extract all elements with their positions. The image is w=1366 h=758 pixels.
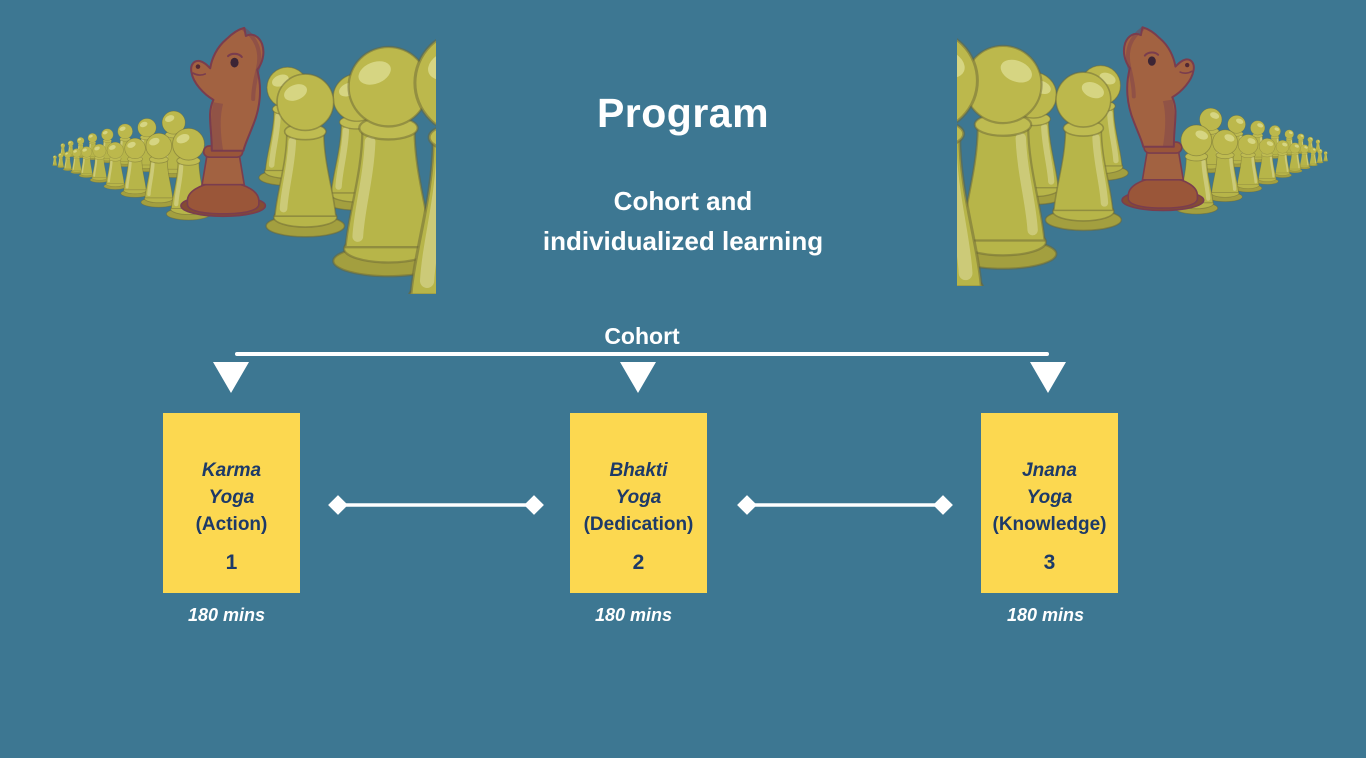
stage-number: 2 xyxy=(632,551,645,574)
subtitle-line-2: individualized learning xyxy=(542,226,824,256)
stage-name-line: Bhakti xyxy=(609,460,668,481)
stage-descriptor: (Action) xyxy=(195,514,268,535)
stage-name-line: Karma xyxy=(201,460,262,481)
down-triangle-arrow-3 xyxy=(1030,362,1066,393)
down-triangle-arrow-2 xyxy=(620,362,656,393)
stage-duration-3: 180 mins xyxy=(1006,605,1085,625)
cohort-span-line xyxy=(235,352,1049,356)
stage-box-jnana-yoga: Jnana Yoga (Knowledge) 3 xyxy=(981,413,1118,593)
slide-title: Program xyxy=(596,90,770,136)
stage-duration-1: 180 mins xyxy=(187,605,266,625)
double-diamond-arrow-1 xyxy=(328,495,544,515)
down-triangle-arrow-1 xyxy=(213,362,249,393)
stage-name-line: Yoga xyxy=(208,487,255,508)
stage-name-line: Yoga xyxy=(615,487,662,508)
stage-box-karma-yoga: Karma Yoga (Action) 1 xyxy=(163,413,300,593)
stage-name-line: Yoga xyxy=(1026,487,1073,508)
stage-number: 1 xyxy=(225,551,238,574)
stage-duration-2: 180 mins xyxy=(594,605,673,625)
stage-descriptor: (Dedication) xyxy=(583,514,694,535)
stage-number: 3 xyxy=(1043,551,1056,574)
double-diamond-arrow-2 xyxy=(737,495,953,515)
stage-box-bhakti-yoga: Bhakti Yoga (Dedication) 2 xyxy=(570,413,707,593)
stage-descriptor: (Knowledge) xyxy=(992,514,1107,535)
cohort-label: Cohort xyxy=(604,323,680,349)
slide-subtitle: Cohort and individualized learning xyxy=(0,181,1366,261)
subtitle-line-1: Cohort and xyxy=(613,186,753,216)
stage-name-line: Jnana xyxy=(1022,460,1077,481)
